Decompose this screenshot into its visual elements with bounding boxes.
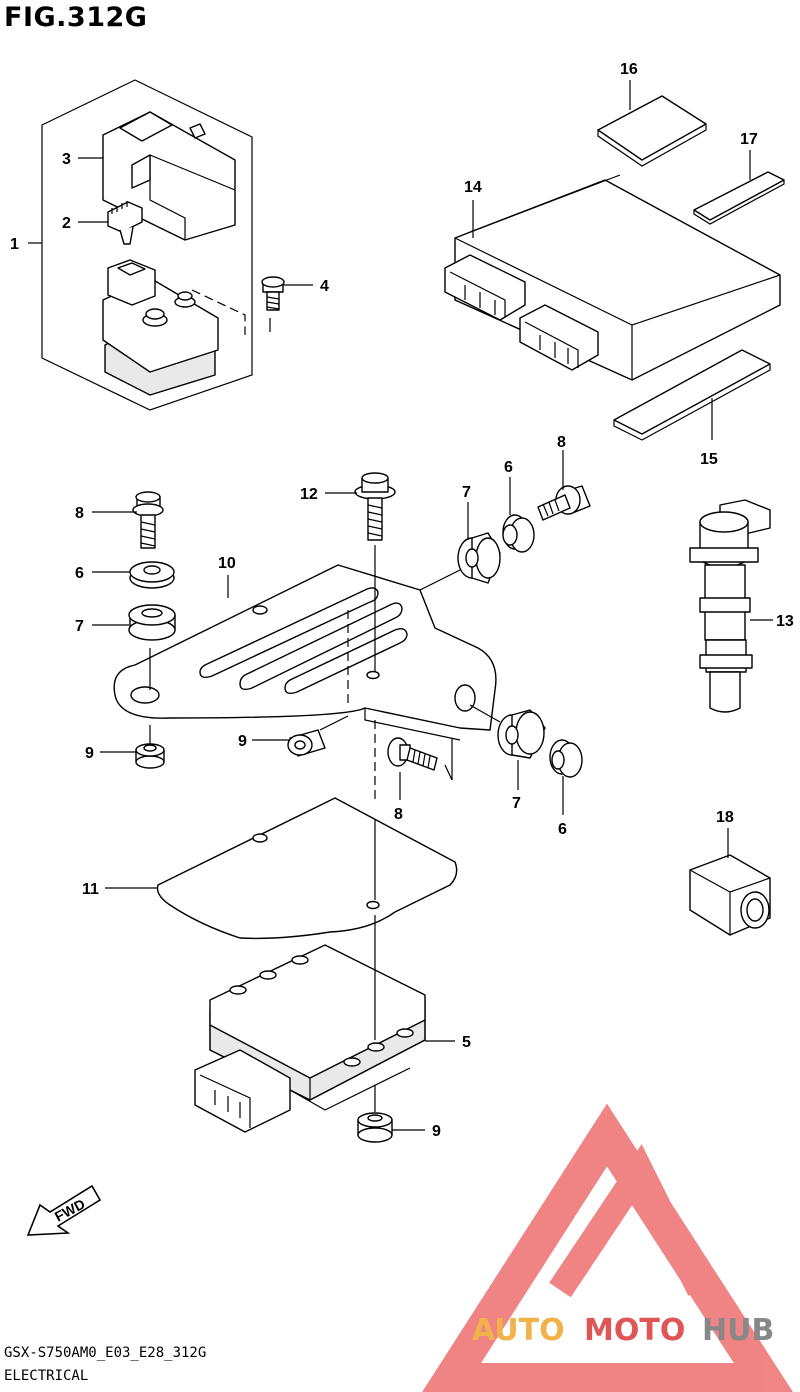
main-fuse[interactable] (107, 201, 143, 245)
tip-over-sensor[interactable] (689, 499, 771, 713)
callout-6-left: 6 (75, 565, 84, 582)
callout-5: 5 (462, 1034, 471, 1051)
bolt-8-middle[interactable] (387, 737, 438, 771)
ecm-unit[interactable] (444, 174, 781, 381)
callout-9-middle: 9 (238, 733, 247, 750)
callout-11: 11 (82, 881, 99, 898)
callout-1: 1 (10, 236, 19, 253)
grommet-7-left[interactable] (128, 604, 176, 641)
callout-7-left: 7 (75, 618, 84, 635)
ecm-cushion-16[interactable] (597, 95, 707, 167)
starter-relay[interactable] (102, 259, 219, 396)
callout-10: 10 (218, 555, 236, 572)
callout-9-left: 9 (85, 745, 94, 762)
ecm-cushion-17[interactable] (693, 171, 785, 225)
grommet-7-lower[interactable] (497, 709, 546, 759)
watermark-hub: HUB (702, 1313, 774, 1348)
callout-8-middle: 8 (394, 806, 403, 823)
screw-4[interactable] (261, 276, 285, 311)
nut-9-middle[interactable] (287, 729, 326, 757)
callout-4: 4 (320, 278, 329, 295)
bracket-10[interactable] (113, 564, 497, 741)
callout-labels: 1 2 3 4 5 6 6 6 7 7 7 8 8 8 9 9 9 10 11 … (10, 61, 794, 1140)
washer-6-left[interactable] (129, 561, 175, 589)
callout-12: 12 (300, 486, 318, 503)
nut-9-bottom[interactable] (357, 1112, 393, 1143)
callout-6-lower: 6 (558, 821, 567, 838)
callout-7-upper: 7 (462, 484, 471, 501)
ecm-pad-11[interactable] (156, 797, 458, 940)
callout-3: 3 (62, 151, 71, 168)
bolt-8-upper[interactable] (537, 485, 591, 521)
connector-18[interactable] (689, 854, 771, 936)
callout-17: 17 (740, 131, 758, 148)
callout-18: 18 (716, 809, 734, 826)
callout-2: 2 (62, 215, 71, 232)
washer-6-upper[interactable] (502, 514, 535, 553)
callout-7-lower: 7 (512, 795, 521, 812)
watermark-moto: MOTO (584, 1313, 685, 1348)
watermark-auto: AUTO (472, 1313, 565, 1348)
starter-relay-assembly[interactable] (41, 79, 285, 411)
callout-8-left: 8 (75, 505, 84, 522)
callout-14: 14 (464, 179, 482, 196)
callout-13: 13 (776, 613, 794, 630)
callout-8-upper: 8 (557, 434, 566, 451)
figure-title: FIG.312G (4, 2, 148, 33)
section-name: ELECTRICAL (4, 1368, 89, 1384)
ecm-cushion-15[interactable] (613, 349, 771, 441)
callout-9-bottom: 9 (432, 1123, 441, 1140)
grommet-7-upper[interactable] (457, 532, 501, 584)
leader-lines (28, 80, 773, 1131)
callout-6-upper: 6 (504, 459, 513, 476)
fwd-arrow-icon: FWD (26, 1184, 102, 1236)
bolt-8-left[interactable] (132, 491, 164, 549)
model-code: GSX-S750AM0_E03_E28_312G (4, 1345, 207, 1361)
callout-15: 15 (700, 451, 718, 468)
watermark-logo (422, 1103, 793, 1392)
washer-6-lower[interactable] (549, 739, 583, 778)
watermark-text: AUTO MOTO HUB (472, 1313, 774, 1348)
callout-16: 16 (620, 61, 638, 78)
nut-9-left[interactable] (135, 743, 165, 769)
regulator-rectifier[interactable] (194, 944, 426, 1133)
bolt-12[interactable] (354, 472, 396, 541)
